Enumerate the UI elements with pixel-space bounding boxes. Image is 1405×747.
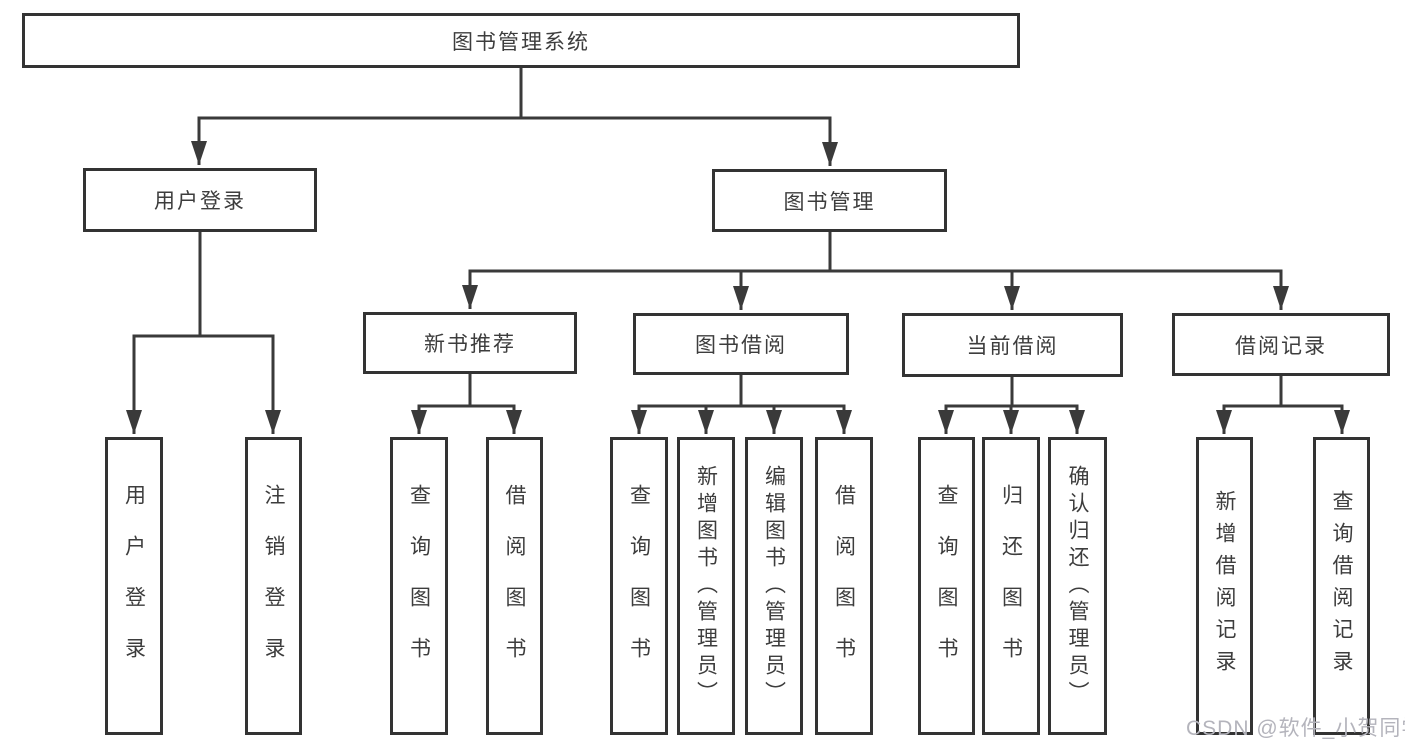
leaf-query-borrow-record: 查询借阅记录 [1313, 437, 1370, 735]
leaf-user-login: 用户登录 [105, 437, 163, 735]
leaf-query-books-borrow: 查询图书 [610, 437, 668, 735]
csdn-watermark: CSDN @软件_小贺同学 [1186, 717, 1405, 740]
node-user-login: 用户登录 [83, 168, 317, 232]
node-system-root: 图书管理系统 [22, 13, 1020, 68]
node-book-management: 图书管理 [712, 169, 947, 232]
node-book-borrow: 图书借阅 [633, 313, 849, 375]
node-current-borrow: 当前借阅 [902, 313, 1123, 377]
leaf-borrow-books: 借阅图书 [815, 437, 873, 735]
leaf-return-books: 归还图书 [982, 437, 1040, 735]
leaf-logout: 注销登录 [245, 437, 302, 735]
node-new-book-recommend: 新书推荐 [363, 312, 577, 374]
leaf-add-books-admin: 新增图书（管理员） [677, 437, 735, 735]
node-borrow-records: 借阅记录 [1172, 313, 1390, 376]
leaf-query-books-recommend: 查询图书 [390, 437, 448, 735]
leaf-edit-books-admin: 编辑图书（管理员） [745, 437, 803, 735]
leaf-add-borrow-record: 新增借阅记录 [1196, 437, 1253, 735]
leaf-borrow-books-recommend: 借阅图书 [486, 437, 543, 735]
leaf-confirm-return-admin: 确认归还（管理员） [1048, 437, 1107, 735]
leaf-query-books-current: 查询图书 [918, 437, 975, 735]
